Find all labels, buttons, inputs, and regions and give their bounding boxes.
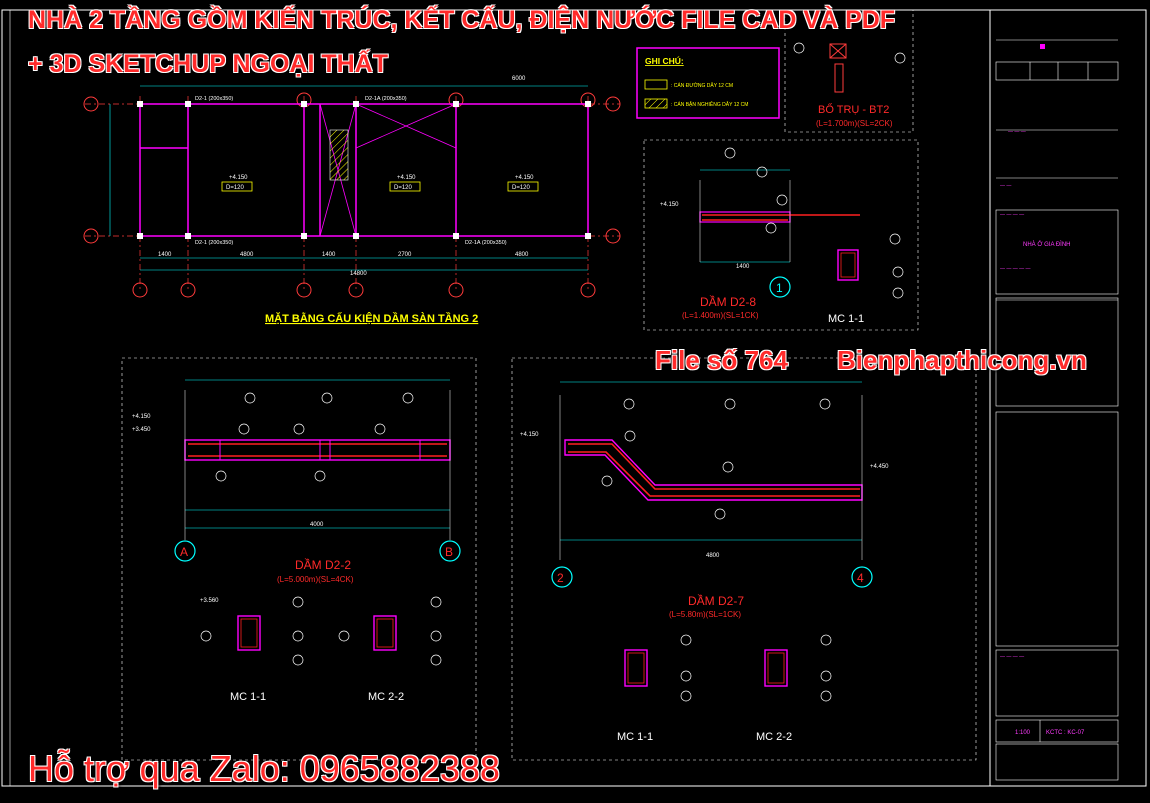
svg-text:— — —: — — — [1008, 129, 1026, 135]
tb-scale: 1:100 [1015, 730, 1031, 736]
level-label: +4.150 [660, 202, 679, 208]
dim-text: 4800 [515, 252, 529, 258]
axis-label: B [445, 545, 453, 559]
banner-zalo-support: Hỗ trợ qua Zalo: 0965882388 [28, 748, 500, 789]
legend-box: GHI CHÚ: : CÁN ĐƯỜNG DÂY 12 CM : CÁN BẬN… [636, 47, 780, 119]
axis-label: 2 [557, 571, 564, 585]
floor-plan: D2-1 (200x350) D2-1 (200x350) D2-1A (200… [83, 76, 621, 325]
dim-text: 1400 [322, 252, 336, 258]
level-label: +4.150 [132, 414, 151, 420]
tb-code: KCTC : KC-07 [1046, 730, 1085, 736]
beam-label: D2-1A (200x350) [365, 96, 407, 102]
dim-total: 14800 [350, 271, 367, 277]
axis-label: 1 [776, 281, 783, 295]
tb-project: NHÀ Ở GIA ĐÌNH [1023, 241, 1070, 248]
bt2-detail: BỔ TRỤ - BT2 (L=1.700m)(SL=2CK) [784, 9, 914, 133]
d22-sub: (L=5.000m)(SL=4CK) [277, 575, 354, 584]
d28-sub: (L=1.400m)(SL=1CK) [682, 311, 759, 320]
banner-website: Bienphapthicong.vn [837, 345, 1087, 375]
title-block: — — — — — — — — — — — — — — — — — — NHÀ … [995, 39, 1119, 781]
axis-label: A [180, 545, 188, 559]
slab-label: D=120 [512, 185, 531, 191]
d28-title: DẦM D2-8 [700, 294, 756, 309]
mc-label: MC 1-1 [617, 731, 653, 743]
beam-d2-8-detail: +4.150 1400 1 DẦM D2-8 (L=1.400m)(SL=1CK… [643, 139, 919, 331]
banner-title-line1: NHÀ 2 TẦNG GỒM KIẾN TRÚC, KẾT CẤU, ĐIỆN … [28, 6, 896, 34]
beam-d2-2-detail: +4.150 +3.450 4000 A B DẦM D2-2 (L=5.000… [121, 357, 477, 761]
beam-label: D2-1 (200x350) [195, 240, 233, 246]
level-label: +3.450 [132, 427, 151, 433]
d22-title: DẦM D2-2 [295, 557, 351, 572]
legend-item: : CÁN BẬN NGHIÊNG DÂY 12 CM [671, 100, 748, 108]
span-label: 1400 [736, 264, 750, 270]
legend-item: : CÁN ĐƯỜNG DÂY 12 CM [671, 82, 733, 89]
dim-text: 2700 [398, 252, 412, 258]
slab-label: D=120 [226, 185, 245, 191]
svg-text:— — — —: — — — — [1000, 654, 1024, 660]
dim-top: 6000 [512, 76, 526, 82]
slab-label: +4.150 [229, 175, 248, 181]
dim-text: 4800 [240, 252, 254, 258]
d28-mc: MC 1-1 [828, 313, 864, 325]
slab-label: +4.150 [515, 175, 534, 181]
d27-sub: (L=5.80m)(SL=1CK) [669, 610, 741, 619]
beam-label: D2-1A (200x350) [465, 240, 507, 246]
mc-label: MC 2-2 [368, 691, 404, 703]
beam-label: D2-1 (200x350) [195, 96, 233, 102]
mc-label: MC 2-2 [756, 731, 792, 743]
sheet-frame [1, 9, 1147, 787]
cut-level: +3.560 [200, 598, 219, 604]
axis-label: 4 [857, 571, 864, 585]
level-label: +4.150 [520, 432, 539, 438]
dim-text: 1400 [158, 252, 172, 258]
plan-title: MẶT BẰNG CẤU KIỆN DẦM SÀN TẦNG 2 [265, 312, 478, 325]
span-label: 4000 [310, 522, 324, 528]
bt2-title: BỔ TRỤ - BT2 [818, 103, 889, 116]
span-label: 4800 [706, 553, 720, 559]
banner-title-line2: + 3D SKETCHUP NGOẠI THẤT [28, 50, 388, 78]
d27-title: DẦM D2-7 [688, 593, 744, 608]
bt2-sub: (L=1.700m)(SL=2CK) [816, 119, 893, 128]
banner-file-number: File số 764 [655, 345, 788, 375]
svg-text:— — — — —: — — — — — [1000, 266, 1031, 272]
svg-text:— —: — — [1000, 183, 1011, 189]
svg-text:— — — —: — — — — [1000, 212, 1024, 218]
slab-label: D=120 [394, 185, 413, 191]
mc-label: MC 1-1 [230, 691, 266, 703]
level-label: +4.450 [870, 464, 889, 470]
legend-title: GHI CHÚ: [645, 55, 684, 66]
beam-d2-7-detail: +4.150 +4.450 4800 2 4 DẦM D2-7 (L=5.80m… [511, 357, 977, 761]
slab-label: +4.150 [397, 175, 416, 181]
